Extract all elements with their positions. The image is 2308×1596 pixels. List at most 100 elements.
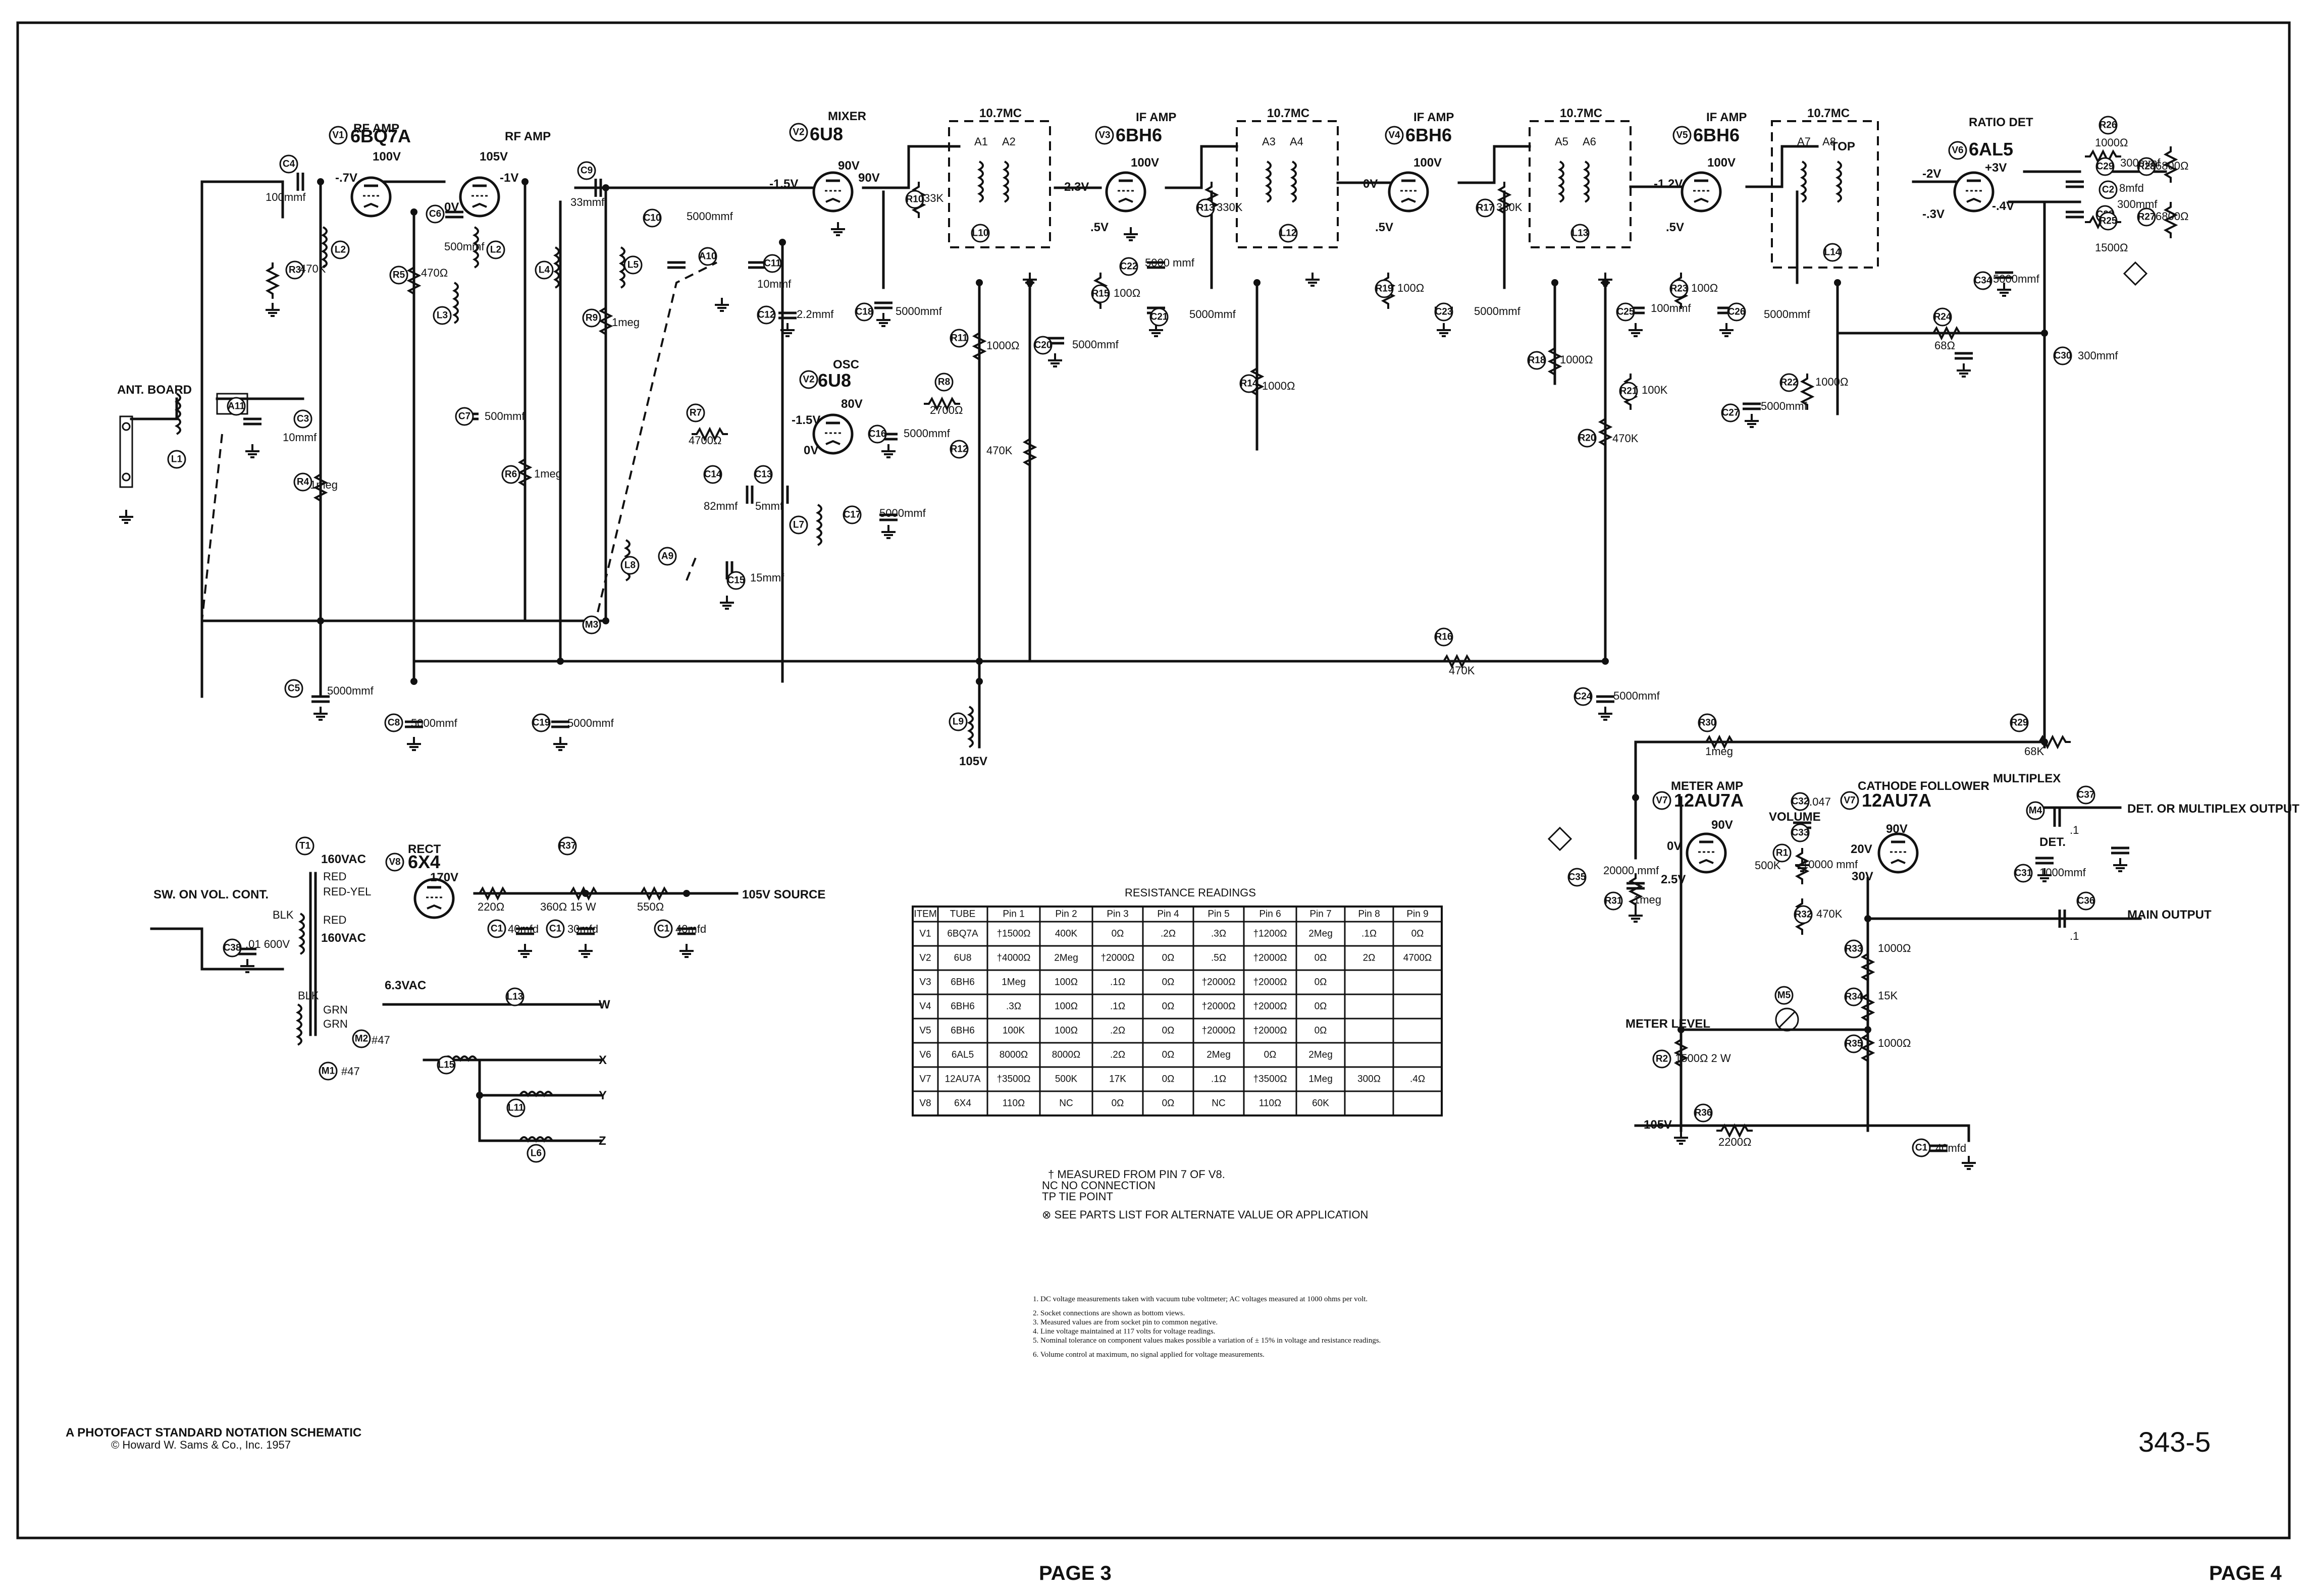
if-can-2	[1236, 120, 1339, 248]
svg-text:5000mmf: 5000mmf	[896, 305, 942, 317]
svg-text:L2: L2	[335, 245, 346, 255]
label-105v-source: 105V SOURCE	[742, 888, 825, 901]
svg-text:.047: .047	[1809, 795, 1831, 808]
svg-text:GRN: GRN	[323, 1003, 348, 1016]
svg-text:R9: R9	[586, 313, 598, 324]
svg-text:6800Ω: 6800Ω	[2156, 159, 2188, 172]
table-cell: .1Ω	[1361, 929, 1377, 939]
tube-v1b	[460, 178, 499, 216]
svg-text:15K: 15K	[1878, 989, 1898, 1002]
svg-text:C29: C29	[2096, 162, 2114, 172]
svg-text:5000mmf: 5000mmf	[687, 210, 733, 223]
svg-text:90V: 90V	[1711, 818, 1733, 832]
table-cell: †3500Ω	[1253, 1074, 1287, 1085]
svg-text:C1: C1	[1915, 1143, 1928, 1153]
svg-text:470K: 470K	[300, 262, 326, 275]
if-can-4-freq: 10.7MC	[1807, 107, 1850, 120]
svg-text:2200Ω: 2200Ω	[1718, 1136, 1751, 1148]
table-cell: 1Meg	[1002, 977, 1026, 988]
table-legend: † MEASURED FROM PIN 7 OF V8. NC NO CONNE…	[1042, 1168, 1368, 1221]
svg-text:L14: L14	[1824, 247, 1841, 258]
tube-v2a	[814, 173, 852, 211]
svg-text:Z: Z	[599, 1134, 606, 1148]
svg-text:100V: 100V	[1707, 156, 1736, 170]
svg-text:RED: RED	[323, 870, 346, 883]
svg-text:#47: #47	[372, 1034, 390, 1046]
svg-text:R14: R14	[1240, 379, 1258, 389]
svg-text:20000 mmf: 20000 mmf	[1603, 864, 1659, 877]
tube-v7b	[1879, 834, 1917, 872]
table-header-cell: Pin 2	[1055, 909, 1077, 920]
table-cell: 0Ω	[1315, 953, 1327, 964]
svg-text:RED-YEL: RED-YEL	[323, 885, 371, 898]
svg-text:R18: R18	[1528, 355, 1546, 366]
table-cell: 2Meg	[1207, 1050, 1231, 1060]
label-v2a-type: 6U8	[810, 124, 843, 144]
svg-text:R16: R16	[1435, 632, 1453, 643]
table-cell: †2000Ω	[1253, 953, 1287, 964]
table-cell: 8000Ω	[1000, 1050, 1028, 1060]
table-cell: 60K	[1312, 1098, 1329, 1109]
table-cell: †2000Ω	[1201, 1026, 1235, 1036]
svg-text:#47: #47	[341, 1065, 360, 1078]
svg-text:C12: C12	[758, 310, 775, 321]
table-cell: 0Ω	[1162, 1050, 1175, 1060]
table-cell: .1Ω	[1110, 977, 1125, 988]
svg-text:10000 mmf: 10000 mmf	[1802, 858, 1858, 871]
svg-text:100V: 100V	[1413, 156, 1442, 170]
table-cell: V8	[919, 1098, 931, 1109]
table-cell: 0Ω	[1315, 1026, 1327, 1036]
table-title: RESISTANCE READINGS	[1125, 886, 1256, 899]
svg-text:C7: C7	[458, 411, 470, 422]
svg-text:TP TIE POINT: TP TIE POINT	[1042, 1190, 1113, 1203]
svg-text:4700Ω: 4700Ω	[689, 434, 721, 447]
svg-text:C21: C21	[1150, 312, 1168, 323]
svg-text:160VAC: 160VAC	[321, 853, 366, 866]
table-cell: 0Ω	[1315, 977, 1327, 988]
svg-text:105V: 105V	[480, 150, 508, 164]
voltage-labels: 100V -.7V 105V -1V 0V -1.5V 90V 90V -1.5…	[321, 150, 2014, 1132]
label-v1-type: 6BQ7A	[350, 126, 411, 146]
svg-text:1500Ω: 1500Ω	[2095, 241, 2128, 254]
meter-m5	[1775, 1007, 1799, 1032]
svg-text:M4: M4	[2029, 806, 2042, 816]
svg-text:R33: R33	[1845, 944, 1863, 954]
svg-text:6.3VAC: 6.3VAC	[385, 979, 426, 992]
svg-text:5mmf: 5mmf	[755, 500, 783, 512]
svg-text:5000mmf: 5000mmf	[411, 717, 458, 729]
label-v3-type: 6BH6	[1116, 125, 1162, 145]
table-header-cell: Pin 6	[1259, 909, 1281, 920]
svg-text:170V: 170V	[430, 871, 458, 884]
svg-text:5000mmf: 5000mmf	[904, 427, 951, 440]
svg-text:C17: C17	[844, 510, 861, 520]
svg-text:V2: V2	[793, 127, 804, 138]
svg-text:1meg: 1meg	[1705, 745, 1733, 758]
svg-text:5. Nominal tolerance on compon: 5. Nominal tolerance on component values…	[1033, 1337, 1381, 1345]
svg-text:L4: L4	[539, 265, 550, 276]
table-cell: 0Ω	[1315, 1001, 1327, 1012]
svg-text:100V: 100V	[373, 150, 401, 164]
doc-number: 343-5	[2138, 1426, 2211, 1458]
svg-text:6800Ω: 6800Ω	[2156, 210, 2188, 223]
svg-text:40mfd: 40mfd	[1935, 1142, 1966, 1154]
svg-text:5000mmf: 5000mmf	[879, 507, 926, 519]
label-if-amp-3: IF AMP	[1706, 111, 1747, 124]
svg-text:X: X	[599, 1053, 607, 1067]
svg-text:R20: R20	[1579, 433, 1596, 444]
svg-text:† MEASURED FROM PIN 7 OF V8.: † MEASURED FROM PIN 7 OF V8.	[1048, 1168, 1225, 1181]
svg-text:C2: C2	[2102, 185, 2114, 195]
svg-text:L13: L13	[1572, 228, 1589, 239]
table-cell: 0Ω	[1162, 977, 1175, 988]
svg-text:100V: 100V	[1131, 156, 1159, 170]
tube-v1a	[352, 178, 390, 216]
svg-text:C14: C14	[704, 469, 722, 480]
svg-text:500mmf: 500mmf	[444, 240, 485, 253]
svg-text:NC NO CONNECTION: NC NO CONNECTION	[1042, 1179, 1156, 1192]
table-cell: 17K	[1109, 1074, 1126, 1085]
svg-text:R8: R8	[938, 377, 950, 388]
table-cell: †1500Ω	[996, 929, 1030, 939]
svg-text:R19: R19	[1376, 284, 1393, 294]
table-cell: V1	[919, 929, 931, 939]
svg-text:90V: 90V	[858, 171, 880, 185]
svg-text:470K: 470K	[1816, 908, 1843, 920]
